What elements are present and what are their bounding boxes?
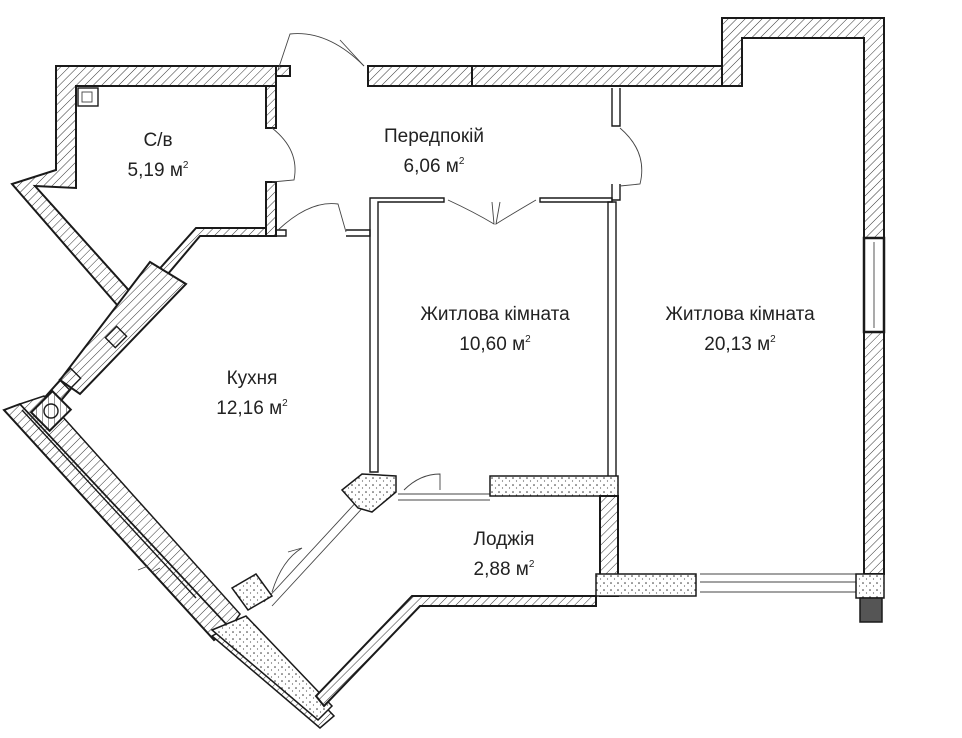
room-label-living: Житлова кімната 20,13 м2	[665, 302, 814, 357]
room-name: Житлова кімната	[665, 304, 815, 325]
wall-kitchen-diagonal-inner	[18, 395, 241, 630]
loggia-base-wall	[210, 615, 334, 722]
living-bottom-block	[859, 597, 883, 623]
door-kitchen-swing	[277, 203, 347, 233]
wall-kitchen-hall-stub	[346, 229, 371, 237]
room-area: 20,13 м2	[704, 334, 776, 355]
wall-bedroom-top-right	[539, 197, 613, 203]
kitchen-chimney	[29, 389, 73, 433]
bathroom-shaft	[77, 87, 99, 107]
wall-hall-door-right	[611, 184, 621, 201]
room-name: С/в	[143, 130, 173, 151]
wall-bathroom-right-top	[265, 85, 277, 129]
room-label-hallway: Передпокій 6,06 м2	[384, 124, 484, 179]
room-name: Кухня	[226, 368, 278, 389]
room-area: 6,06 м2	[403, 156, 465, 177]
kitchen-box-1	[104, 325, 128, 349]
entry-door-block	[367, 65, 473, 87]
kitchen-box-2	[58, 367, 82, 391]
room-area: 12,16 м2	[216, 398, 288, 419]
kitchen-counter-strip	[21, 409, 197, 599]
wall-entry-left-stub	[275, 65, 291, 77]
loggia-bottom-concrete	[595, 573, 697, 597]
loggia-left-pillar	[340, 473, 397, 513]
door-entry-swing-right	[339, 39, 365, 67]
kitchen-chimney-hole	[43, 403, 59, 419]
loggia-door-arc	[403, 473, 441, 491]
room-name: Передпокій	[383, 126, 485, 147]
wall-bathroom	[10, 65, 277, 308]
door-bathroom-swing	[271, 127, 296, 183]
door-loggia-swing	[271, 547, 303, 593]
living-bottom-pillar	[855, 573, 885, 599]
wall-hall-door-left	[611, 88, 621, 127]
room-label-kitchen: Кухня 12,16 м2	[216, 366, 287, 421]
wall-bathroom-right-bottom	[265, 181, 277, 237]
room-area: 2,88 м2	[473, 559, 535, 580]
door-bedroom-swing-left	[447, 199, 495, 225]
wall-kitchen-stub	[276, 229, 287, 237]
room-label-bathroom: С/в 5,19 м2	[128, 128, 189, 183]
loggia-small-marks	[137, 565, 161, 573]
loggia-corner-block	[230, 573, 274, 611]
wall-bedroom-top-left	[369, 197, 445, 473]
loggia-window-diagonal	[263, 497, 369, 607]
wall-bedroom-right	[607, 201, 617, 479]
loggia-wall-lower	[314, 595, 597, 708]
room-name: Житлова кімната	[420, 304, 570, 325]
room-label-bedroom: Житлова кімната 10,60 м2	[420, 302, 569, 357]
door-entry-swing-left	[277, 33, 365, 71]
room-label-loggia: Лоджія 2,88 м2	[474, 527, 535, 582]
room-name: Лоджія	[473, 529, 535, 550]
wall-kitchen-diagonal-outer	[2, 402, 232, 642]
bathroom-shaft-inner	[81, 91, 93, 103]
door-bedroom-swing-right	[495, 199, 537, 225]
door-living-swing	[619, 127, 643, 187]
room-area: 10,60 м2	[459, 334, 531, 355]
room-area: 5,19 м2	[127, 160, 189, 181]
loggia-top-concrete	[489, 475, 619, 497]
kitchen-ventilation	[58, 260, 188, 396]
wall-living-top	[721, 17, 885, 575]
